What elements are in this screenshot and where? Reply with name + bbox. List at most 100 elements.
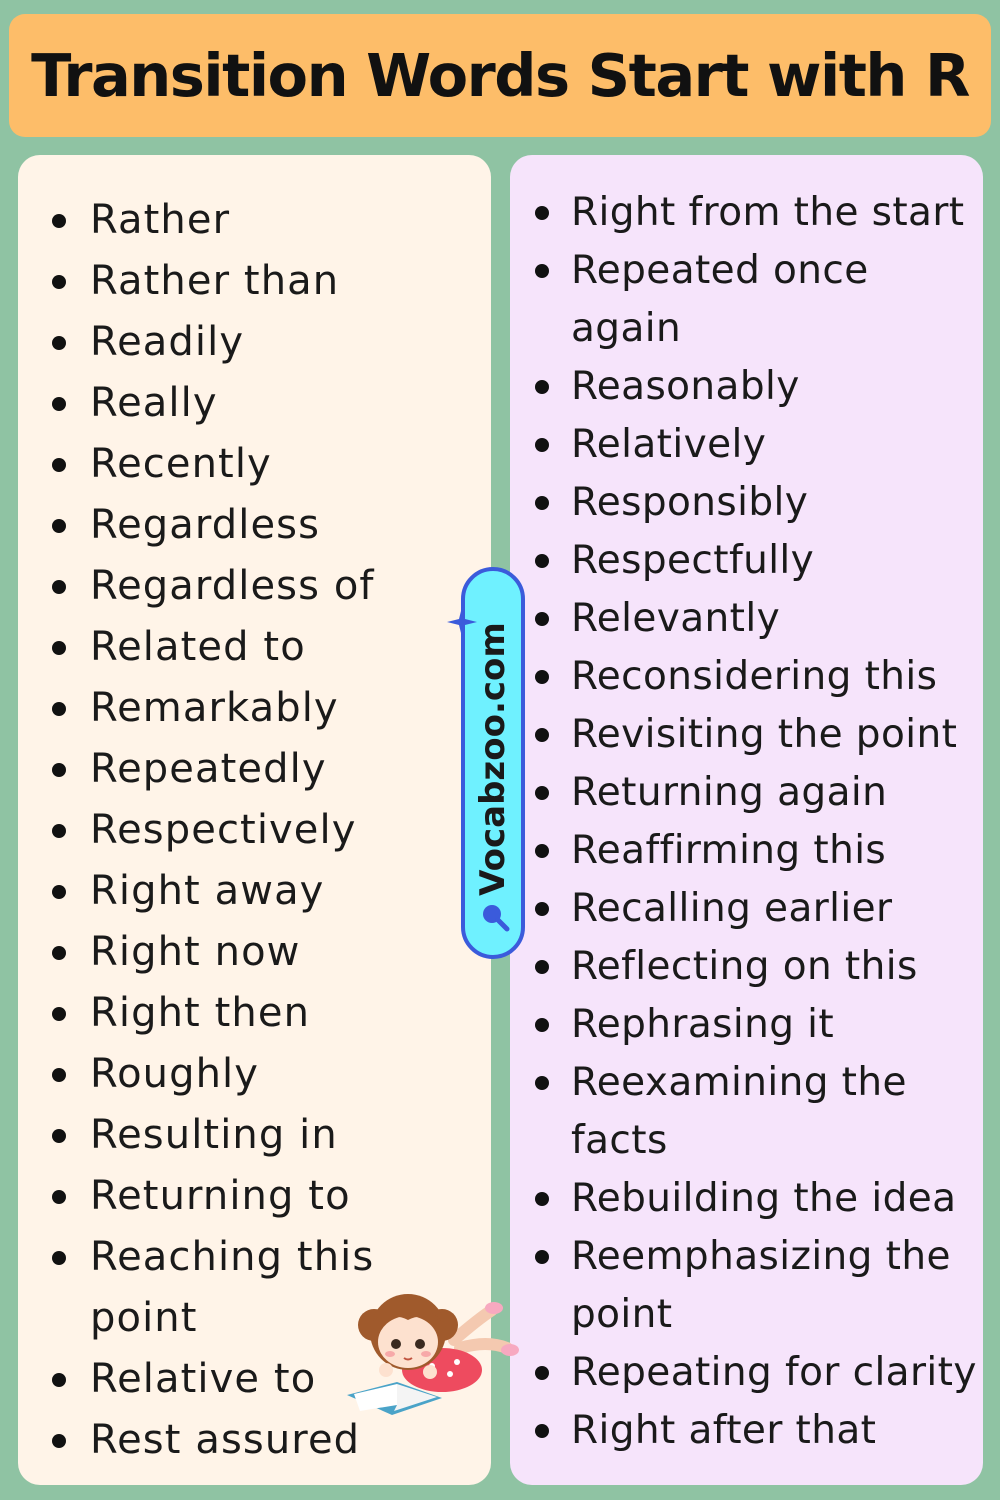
bullet-icon bbox=[52, 214, 66, 228]
right-list-item: Right after that bbox=[510, 1402, 983, 1460]
word-text: Rebuilding the idea bbox=[571, 1176, 957, 1221]
left-list-item: Right then bbox=[18, 983, 491, 1044]
bullet-icon bbox=[52, 397, 66, 411]
word-text: Right then bbox=[90, 990, 311, 1036]
left-list-item: Repeatedly bbox=[18, 739, 491, 800]
left-list-item: Right away bbox=[18, 861, 491, 922]
left-list-item: Reaching this bbox=[18, 1227, 491, 1288]
bullet-icon bbox=[535, 1424, 549, 1438]
bullet-icon bbox=[535, 1076, 549, 1090]
left-list-item: Really bbox=[18, 373, 491, 434]
word-text: Rephrasing it bbox=[571, 1002, 835, 1047]
word-text: point bbox=[90, 1295, 198, 1341]
word-text: Reexamining the bbox=[571, 1060, 907, 1105]
word-text: Repeated once bbox=[571, 248, 869, 293]
word-text: Really bbox=[90, 380, 218, 426]
right-list-item: Rebuilding the idea bbox=[510, 1170, 983, 1228]
bullet-icon bbox=[535, 438, 549, 452]
word-text: Reemphasizing the bbox=[571, 1234, 951, 1279]
bullet-icon bbox=[535, 728, 549, 742]
word-text: Recalling earlier bbox=[571, 886, 893, 931]
word-text: facts bbox=[571, 1118, 668, 1163]
word-text: Roughly bbox=[90, 1051, 260, 1097]
right-list-item: Reemphasizing the bbox=[510, 1228, 983, 1286]
word-text: Rather than bbox=[90, 258, 340, 304]
right-list-item: Reexamining the bbox=[510, 1054, 983, 1112]
right-list-item: again bbox=[510, 300, 983, 358]
right-list-item: Right from the start bbox=[510, 184, 983, 242]
bullet-icon bbox=[52, 641, 66, 655]
word-text: point bbox=[571, 1292, 673, 1337]
bullet-icon bbox=[52, 1007, 66, 1021]
watermark-badge: Vocabzoo.com bbox=[447, 567, 525, 959]
word-text: Readily bbox=[90, 319, 245, 365]
left-list-item: Roughly bbox=[18, 1044, 491, 1105]
word-text: Repeating for clarity bbox=[571, 1350, 977, 1395]
bullet-icon bbox=[535, 786, 549, 800]
bullet-icon bbox=[52, 946, 66, 960]
word-text: Reasonably bbox=[571, 364, 800, 409]
bullet-icon bbox=[52, 1251, 66, 1265]
word-text: Right now bbox=[90, 929, 301, 975]
word-text: Right after that bbox=[571, 1408, 877, 1453]
bullet-icon bbox=[52, 1434, 66, 1448]
left-list-item: Rest assured bbox=[18, 1410, 491, 1471]
left-list-item: Rather than bbox=[18, 251, 491, 312]
word-text: Rest assured bbox=[90, 1417, 361, 1463]
left-list-item: Returning to bbox=[18, 1166, 491, 1227]
word-text: Right away bbox=[90, 868, 325, 914]
bullet-icon bbox=[535, 960, 549, 974]
word-text: Related to bbox=[90, 624, 306, 670]
sparkle-icon bbox=[447, 607, 477, 637]
word-text: Regardless of bbox=[90, 563, 375, 609]
word-text: Reaching this bbox=[90, 1234, 375, 1280]
left-list-item: Regardless bbox=[18, 495, 491, 556]
bullet-icon bbox=[535, 264, 549, 278]
bullet-icon bbox=[535, 612, 549, 626]
bullet-icon bbox=[535, 1192, 549, 1206]
word-text: Rather bbox=[90, 197, 231, 243]
bullet-icon bbox=[535, 496, 549, 510]
watermark-text: Vocabzoo.com bbox=[473, 622, 513, 896]
bullet-icon bbox=[535, 844, 549, 858]
right-list-item: Responsibly bbox=[510, 474, 983, 532]
word-text: Relative to bbox=[90, 1356, 317, 1402]
left-list-item: point bbox=[18, 1288, 491, 1349]
bullet-icon bbox=[52, 580, 66, 594]
word-text: Remarkably bbox=[90, 685, 339, 731]
word-text: Respectfully bbox=[571, 538, 815, 583]
right-list-item: Reaffirming this bbox=[510, 822, 983, 880]
word-text: Relatively bbox=[571, 422, 767, 467]
right-list-item: Relevantly bbox=[510, 590, 983, 648]
bullet-icon bbox=[535, 380, 549, 394]
bullet-icon bbox=[52, 885, 66, 899]
left-list-item: Related to bbox=[18, 617, 491, 678]
word-text: Responsibly bbox=[571, 480, 809, 525]
bullet-icon bbox=[52, 519, 66, 533]
word-text: Repeatedly bbox=[90, 746, 327, 792]
bullet-icon bbox=[52, 702, 66, 716]
word-text: Revisiting the point bbox=[571, 712, 958, 757]
bullet-icon bbox=[52, 1190, 66, 1204]
bullet-icon bbox=[52, 1068, 66, 1082]
bullet-icon bbox=[52, 458, 66, 472]
left-list-item: Readily bbox=[18, 312, 491, 373]
word-text: Returning to bbox=[90, 1173, 351, 1219]
right-list-item: Recalling earlier bbox=[510, 880, 983, 938]
title-bar: Transition Words Start with R bbox=[9, 14, 991, 137]
bullet-icon bbox=[535, 206, 549, 220]
right-list-item: Relatively bbox=[510, 416, 983, 474]
right-list-item: Respectfully bbox=[510, 532, 983, 590]
left-list-item: Regardless of bbox=[18, 556, 491, 617]
bullet-icon bbox=[52, 275, 66, 289]
left-list-item: Remarkably bbox=[18, 678, 491, 739]
right-list-item: Returning again bbox=[510, 764, 983, 822]
left-list-item: Respectively bbox=[18, 800, 491, 861]
word-text: Relevantly bbox=[571, 596, 781, 641]
word-text: Regardless bbox=[90, 502, 321, 548]
left-list-item: Relative to bbox=[18, 1349, 491, 1410]
